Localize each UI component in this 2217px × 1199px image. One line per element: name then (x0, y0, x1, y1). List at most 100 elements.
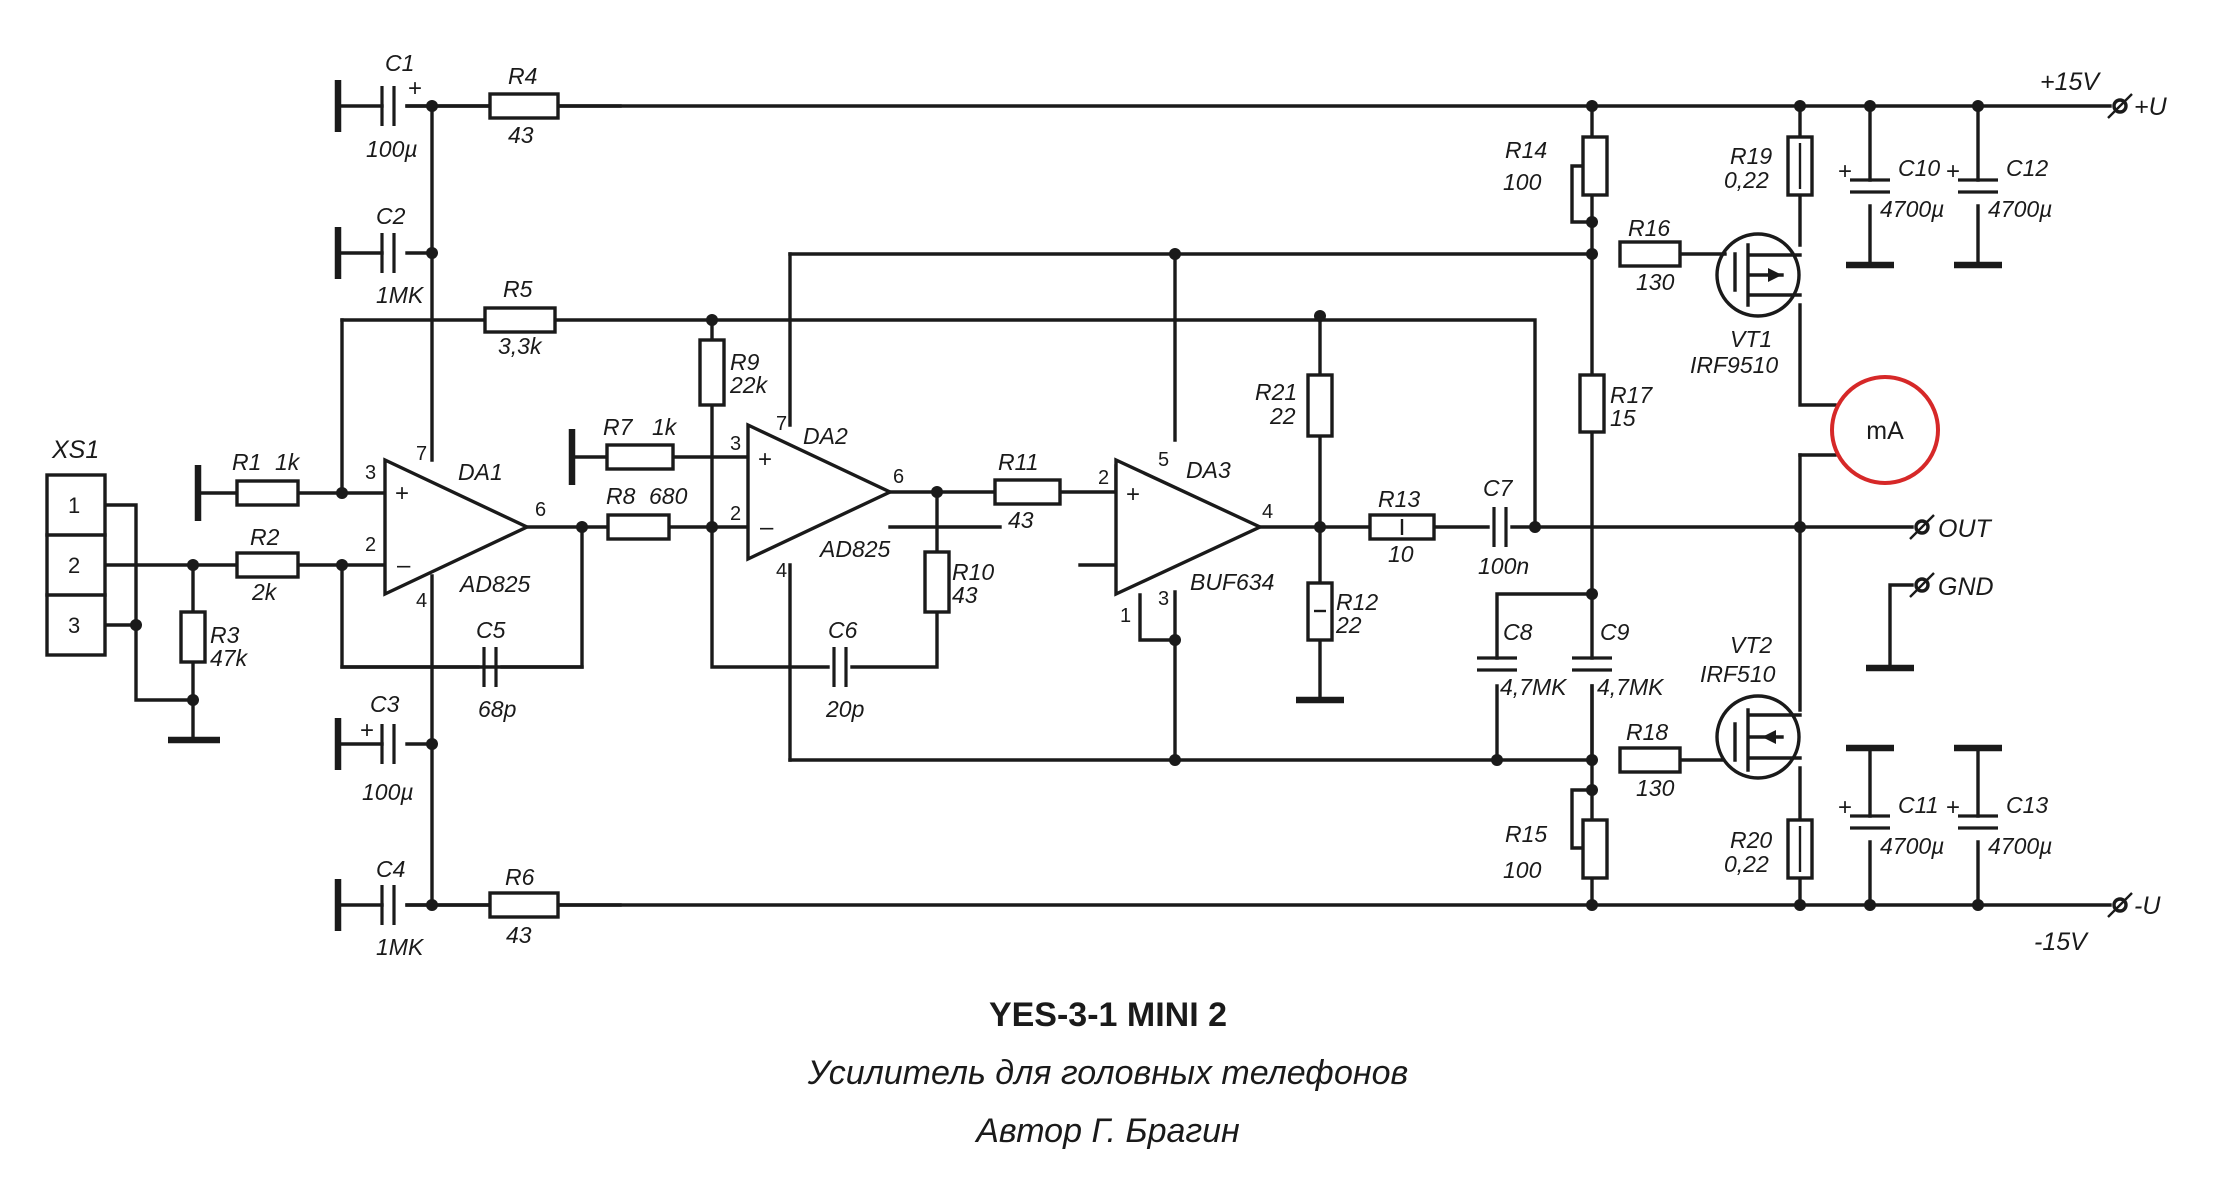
c10-ref: C10 (1898, 155, 1940, 181)
da3-plus-icon: + (1126, 481, 1140, 508)
c4-ref: C4 (376, 856, 405, 882)
r4-ref: R4 (508, 63, 537, 89)
r4-value: 43 (508, 122, 534, 148)
da1-pin-out: 6 (535, 499, 546, 521)
r9-value: 22k (729, 372, 769, 398)
c3-value: 100µ (362, 779, 414, 805)
capacitors: + + + + + + (360, 75, 1998, 925)
rail-pos-terminal: +U (2134, 93, 2168, 121)
r17-ref: R17 (1610, 382, 1653, 408)
da3-pin-bw: 1 (1120, 605, 1131, 627)
resistor-r2 (235, 551, 300, 579)
c3-ref: C3 (370, 691, 400, 717)
da2-minus-icon: – (760, 514, 774, 541)
terminal-symbols (1909, 93, 2133, 918)
resistors (179, 92, 1814, 919)
da3-pin-out: 4 (1262, 501, 1273, 523)
da1-type: AD825 (458, 571, 531, 597)
capacitor-c11-plus-icon: + (1838, 794, 1852, 821)
component-labels: XS1 1 2 3 C1 100µ C2 1MK C3 100µ C4 1MK … (51, 50, 2168, 960)
ground-symbols (168, 80, 2002, 931)
c4-value: 1MK (376, 934, 425, 960)
r20-value: 0,22 (1724, 851, 1769, 877)
junction-dots (130, 100, 1984, 911)
resistor-r17 (1578, 373, 1606, 434)
capacitor-c3 (380, 724, 396, 764)
da2-pin-out: 6 (893, 466, 904, 488)
c6-value: 20p (825, 696, 865, 722)
capacitor-c3-plus-icon: + (360, 717, 374, 744)
da1-pin-in-plus: 3 (365, 462, 376, 484)
terminal-gnd-label: GND (1938, 573, 1994, 601)
r6-ref: R6 (505, 864, 535, 890)
resistor-r18 (1618, 746, 1682, 774)
footer-author: Автор Г. Брагин (974, 1112, 1240, 1150)
vt2-arrow-icon (1762, 730, 1776, 744)
vt2-type: IRF510 (1700, 661, 1776, 687)
c9-ref: C9 (1600, 619, 1630, 645)
capacitor-c11 (1850, 814, 1890, 830)
c1-ref: C1 (385, 50, 414, 76)
da3-pin-vplus: 5 (1158, 449, 1169, 471)
vt1-type: IRF9510 (1690, 352, 1778, 378)
r16-ref: R16 (1628, 215, 1670, 241)
c8-value: 4,7MK (1500, 674, 1568, 700)
da1-ref: DA1 (458, 459, 503, 485)
r13-value: 10 (1388, 541, 1414, 567)
capacitor-c9 (1572, 656, 1612, 672)
r15-value: 100 (1503, 857, 1542, 883)
da3-type: BUF634 (1190, 569, 1274, 595)
xs1-pin-1: 1 (68, 493, 80, 518)
c12-value: 4700µ (1988, 196, 2052, 222)
r6-value: 43 (506, 922, 532, 948)
capacitor-c10 (1850, 178, 1890, 194)
rail-neg-terminal: -U (2134, 892, 2161, 920)
mosfet-vt1 (1715, 232, 1802, 318)
r14-value: 100 (1503, 169, 1542, 195)
da3-ref: DA3 (1186, 457, 1231, 483)
resistor-r9 (698, 338, 726, 407)
r9-ref: R9 (730, 349, 760, 375)
da2-type: AD825 (818, 536, 891, 562)
da2-pin-in-plus: 3 (730, 433, 741, 455)
da2-pin-vminus: 4 (776, 560, 787, 582)
c12-ref: C12 (2006, 155, 2048, 181)
resistor-r1 (235, 479, 300, 507)
resistor-r14 (1581, 135, 1609, 197)
capacitor-c1-plus-icon: + (408, 75, 422, 102)
c10-value: 4700µ (1880, 196, 1944, 222)
rail-pos-voltage: +15V (2040, 68, 2101, 96)
da2-plus-icon: + (758, 446, 772, 473)
connector-xs1 (45, 473, 107, 657)
capacitor-c13 (1958, 814, 1998, 830)
resistor-r3 (179, 610, 207, 664)
r13-ref: R13 (1378, 486, 1420, 512)
c8-ref: C8 (1503, 619, 1533, 645)
c5-ref: C5 (476, 617, 506, 643)
c7-value: 100n (1478, 553, 1529, 579)
r8-ref: R8 (606, 483, 636, 509)
footer-subtitle: Усилитель для головных телефонов (807, 1054, 1409, 1092)
capacitor-c2 (380, 233, 396, 273)
rail-neg-voltage: -15V (2034, 928, 2089, 956)
r17-value: 15 (1610, 405, 1636, 431)
capacitor-c4 (380, 885, 396, 925)
da2-pin-vplus: 7 (776, 413, 787, 435)
r3-ref: R3 (210, 622, 240, 648)
terminal-out-label: OUT (1938, 515, 1993, 543)
capacitor-c13-plus-icon: + (1946, 794, 1960, 821)
da3-pin-vminus: 3 (1158, 588, 1169, 610)
r10-value: 43 (952, 582, 978, 608)
c6-ref: C6 (828, 617, 858, 643)
r16-value: 130 (1636, 269, 1675, 295)
r12-ref: R12 (1336, 589, 1378, 615)
c13-value: 4700µ (1988, 833, 2052, 859)
footer-title: YES-3-1 MINI 2 (989, 996, 1227, 1034)
r3-value: 47k (210, 645, 249, 671)
r1-value: 1k (275, 449, 301, 475)
capacitor-c10-plus-icon: + (1838, 158, 1852, 185)
r5-ref: R5 (503, 276, 533, 302)
r10-ref: R10 (952, 559, 994, 585)
r14-ref: R14 (1505, 137, 1547, 163)
